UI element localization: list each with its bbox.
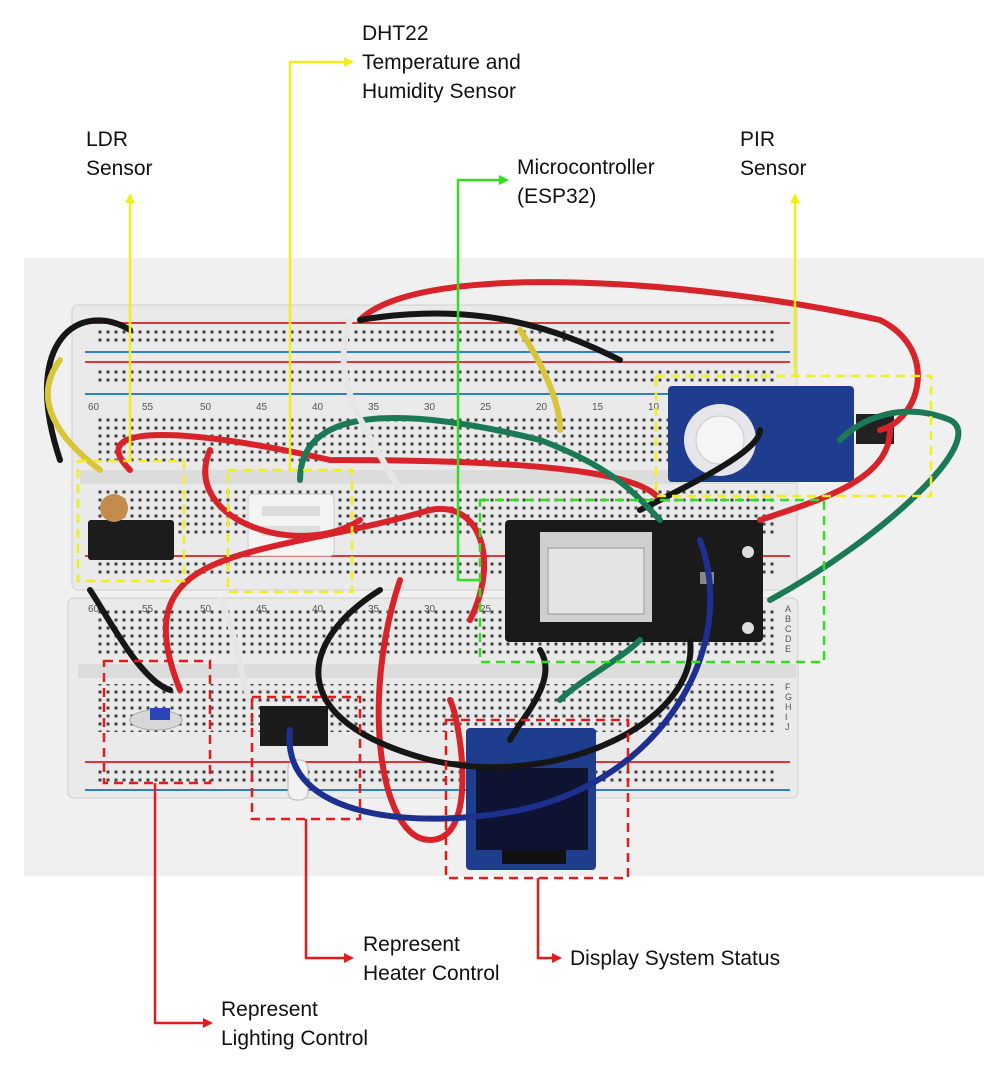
label-line: LDR [86, 128, 129, 151]
black-wire [43, 317, 133, 463]
display-box [444, 718, 630, 880]
row-letter: D [785, 634, 792, 644]
green-wire [297, 414, 663, 523]
col-num: 55 [142, 604, 154, 615]
heater-box [250, 695, 362, 821]
red-wire [163, 505, 487, 693]
col-num: 50 [200, 402, 212, 413]
col-num: 35 [368, 604, 380, 615]
col-num: 40 [312, 402, 324, 413]
red-wire [357, 279, 921, 433]
lighting-label: Represent Lighting Control [221, 995, 368, 1053]
ldr-sensor-body [88, 494, 174, 560]
col-num: 60 [88, 604, 100, 615]
yellow-wire [517, 327, 563, 433]
lighting-callout-arrow [153, 783, 213, 1028]
col-num: 10 [648, 402, 660, 413]
oled-display [466, 728, 596, 870]
mcu-callout-arrow [456, 175, 509, 582]
col-num: 30 [424, 604, 436, 615]
pir-box [654, 374, 933, 498]
blue-wire [286, 537, 714, 822]
display-callout-arrow [536, 878, 562, 963]
label-line: Represent [363, 933, 460, 956]
callout-lines [125, 57, 800, 1028]
display-label: Display System Status [570, 944, 780, 973]
white-wire [217, 597, 253, 703]
heater-label: Represent Heater Control [363, 930, 500, 988]
red-wire [202, 447, 363, 539]
col-num: 15 [592, 402, 604, 413]
label-line: Microcontroller [517, 156, 655, 179]
label-line: Lighting Control [221, 1027, 369, 1050]
col-num: 40 [312, 604, 324, 615]
green-wire [767, 408, 962, 603]
row-letter: J [785, 722, 790, 732]
ldr-label: LDR Sensor [86, 125, 153, 183]
esp32-board [505, 520, 763, 642]
col-num: 60 [88, 402, 100, 413]
black-wire [87, 587, 173, 693]
label-line: Heater Control [363, 962, 500, 985]
label-line: Sensor [86, 157, 153, 180]
label-line: Represent [221, 998, 318, 1021]
label-line: Humidity Sensor [362, 80, 517, 103]
black-wire [507, 647, 549, 743]
col-num: 45 [256, 604, 268, 615]
lighting-box [102, 659, 212, 785]
label-line: (ESP32) [517, 185, 597, 208]
col-num: 45 [256, 402, 268, 413]
black-wire [357, 310, 623, 363]
row-letter: C [785, 624, 792, 634]
label-line: Temperature and [362, 51, 521, 74]
row-letter: F [785, 682, 791, 692]
row-letters: A B C D E F G H I J [785, 604, 792, 732]
label-line: DHT22 [362, 22, 429, 45]
heater-led-module [260, 706, 328, 801]
row-letter: A [785, 604, 791, 614]
red-wire [375, 577, 466, 844]
row-letter: G [785, 692, 792, 702]
row-letter: B [785, 614, 791, 624]
col-num: 20 [536, 402, 548, 413]
row-letter: I [785, 712, 788, 722]
dht22-callout-arrow [288, 57, 354, 470]
label-line: Display System Status [570, 947, 781, 970]
col-num: 50 [200, 604, 212, 615]
green-wire [557, 637, 643, 703]
lighting-led [129, 708, 183, 731]
heater-callout-arrow [304, 819, 354, 963]
label-line: Sensor [740, 157, 807, 180]
col-num: 25 [480, 402, 492, 413]
column-numbers-top: 60 55 50 45 40 35 30 25 20 15 10 5 [88, 402, 710, 413]
red-wire [757, 427, 893, 523]
wires [43, 279, 962, 844]
row-letter: E [785, 644, 791, 654]
dht22-label: DHT22 Temperature and Humidity Sensor [362, 19, 521, 106]
yellow-wire [44, 357, 103, 473]
col-num: 55 [142, 402, 154, 413]
mcu-label: Microcontroller (ESP32) [517, 153, 655, 211]
col-num: 35 [368, 402, 380, 413]
black-wire [315, 587, 694, 771]
col-num: 25 [480, 604, 492, 615]
col-num: 30 [424, 402, 436, 413]
pir-label: PIR Sensor [740, 125, 807, 183]
white-wire [340, 317, 403, 493]
label-line: PIR [740, 128, 776, 151]
row-letter: H [785, 702, 792, 712]
